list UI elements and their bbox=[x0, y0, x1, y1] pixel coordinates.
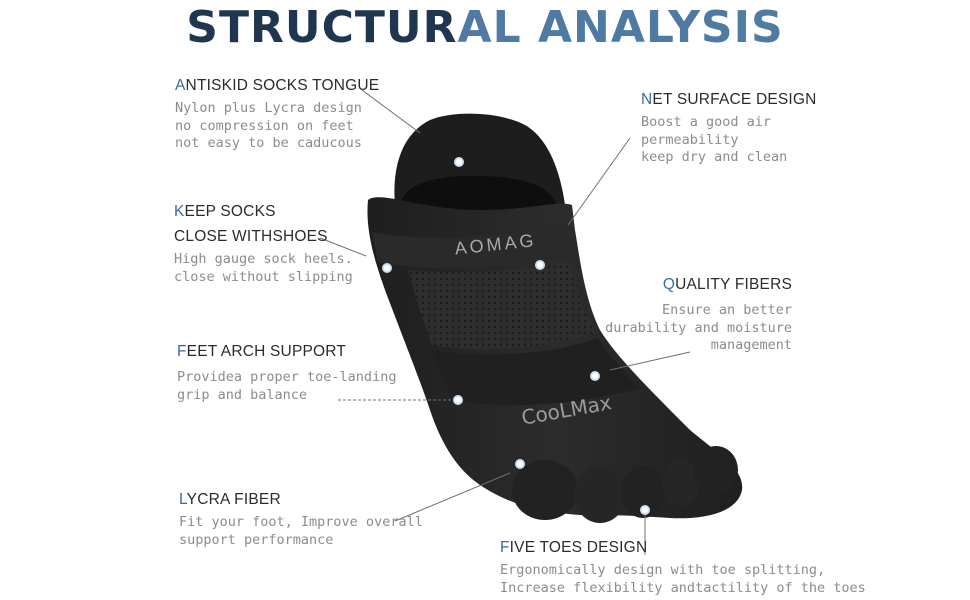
callout-net-heading: NET SURFACE DESIGN bbox=[641, 91, 817, 108]
marker-arch bbox=[453, 395, 463, 405]
leader-quality bbox=[609, 351, 691, 371]
sock-toe-3 bbox=[621, 466, 665, 518]
marker-quality bbox=[590, 371, 600, 381]
callout-lycra-desc: Fit your foot, Improve overall support p… bbox=[179, 514, 423, 548]
callout-arch: FEET ARCH SUPPORT Providea proper toe-la… bbox=[177, 341, 396, 404]
marker-keep bbox=[382, 263, 392, 273]
page-title: STRUCTURAL ANALYSIS bbox=[0, 2, 970, 54]
title-part-blue: AL bbox=[457, 2, 522, 53]
marker-lycra bbox=[515, 459, 525, 469]
sock-opening bbox=[400, 175, 558, 213]
leader-net bbox=[567, 137, 631, 226]
sock-mesh-panel bbox=[408, 262, 595, 350]
callout-quality: QUALITY FIBERS Ensure an better durabili… bbox=[605, 274, 792, 355]
callout-keep-heading: KEEP SOCKS bbox=[174, 203, 276, 220]
title-part-analysis: ANALYSIS bbox=[537, 2, 784, 53]
title-part-dark: STRUCTUR bbox=[186, 2, 458, 53]
callout-toes-desc: Ergonomically design with toe splitting,… bbox=[500, 562, 866, 596]
sock-arch-band bbox=[432, 338, 640, 406]
marker-tongue bbox=[454, 157, 464, 167]
leader-keep bbox=[319, 237, 367, 257]
sock-toe-1 bbox=[512, 460, 578, 520]
callout-toes: FIVE TOES DESIGN Ergonomically design wi… bbox=[500, 537, 866, 597]
callout-keep-desc: High gauge sock heels. close without sli… bbox=[174, 251, 353, 285]
callout-toes-heading: FIVE TOES DESIGN bbox=[500, 539, 648, 556]
leader-tongue bbox=[361, 89, 421, 134]
callout-tongue-desc: Nylon plus Lycra design no compression o… bbox=[175, 100, 362, 151]
callout-net-desc: Boost a good air permeability keep dry a… bbox=[641, 114, 788, 165]
sock-toe-4 bbox=[662, 460, 700, 506]
callout-lycra-heading: LYCRA FIBER bbox=[179, 491, 281, 508]
sock-toe-2 bbox=[574, 467, 626, 523]
callout-quality-heading: QUALITY FIBERS bbox=[662, 276, 792, 293]
callout-tongue: ANTISKID SOCKS TONGUE Nylon plus Lycra d… bbox=[175, 75, 379, 153]
callout-net: NET SURFACE DESIGN Boost a good air perm… bbox=[641, 89, 817, 167]
callout-tongue-heading: ANTISKID SOCKS TONGUE bbox=[175, 77, 380, 94]
marker-toes bbox=[640, 505, 650, 515]
leader-lycra bbox=[394, 472, 511, 522]
callout-arch-desc: Providea proper toe-landing grip and bal… bbox=[177, 369, 397, 403]
callout-lycra: LYCRA FIBER Fit your foot, Improve overa… bbox=[179, 489, 423, 549]
callout-arch-heading: FEET ARCH SUPPORT bbox=[177, 343, 347, 360]
callout-keep-socks: KEEP SOCKS CLOSE WITHSHOES High gauge so… bbox=[174, 201, 353, 286]
callout-keep-heading-2: CLOSE WITHSHOES bbox=[174, 228, 328, 245]
marker-net bbox=[535, 260, 545, 270]
sock-band bbox=[372, 222, 570, 269]
sock-toe-5 bbox=[694, 446, 738, 494]
callout-quality-desc: Ensure an better durability and moisture… bbox=[605, 302, 792, 353]
